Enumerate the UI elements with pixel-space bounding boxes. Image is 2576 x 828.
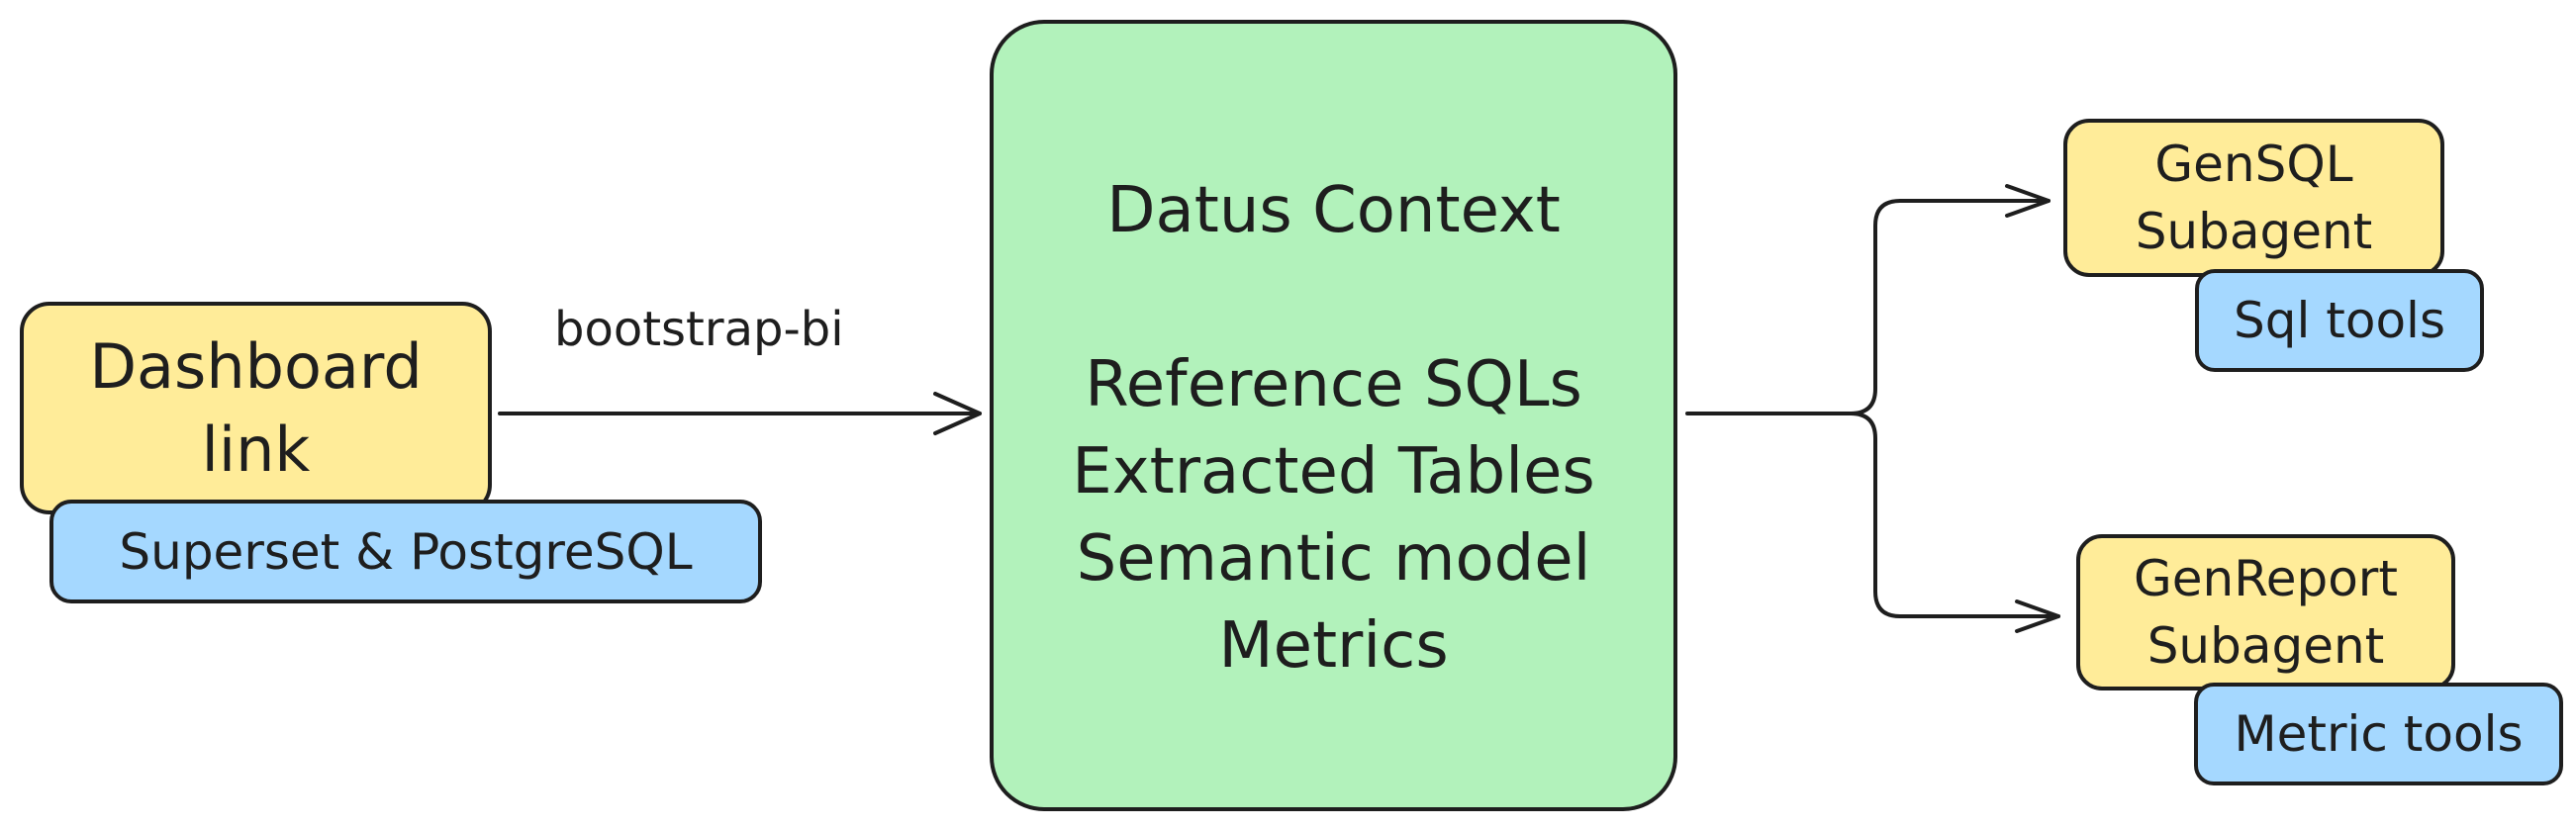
- bootstrap-arrowhead: [933, 392, 982, 435]
- sql-tools-node: Sql tools: [2195, 269, 2484, 372]
- gensql-label-line-2: Subagent: [2135, 203, 2373, 260]
- gensql-subagent-node: GenSQL Subagent: [2063, 119, 2444, 277]
- context-title: Datus Context: [1106, 174, 1561, 247]
- genreport-arrowhead: [2015, 599, 2060, 633]
- context-item-metrics: Metrics: [1218, 609, 1449, 683]
- metric-tools-label: Metric tools: [2234, 705, 2524, 763]
- superset-postgresql-node: Superset & PostgreSQL: [49, 500, 762, 603]
- dashboard-link-node: Dashboard link: [20, 302, 492, 514]
- context-item-reference-sqls: Reference SQLs: [1085, 348, 1582, 421]
- sql-tools-label: Sql tools: [2234, 292, 2445, 349]
- metric-tools-node: Metric tools: [2194, 683, 2563, 785]
- bootstrap-bi-label: bootstrap-bi: [554, 302, 844, 357]
- datus-context-node: Datus Context Reference SQLs Extracted T…: [990, 20, 1677, 811]
- genreport-label-line-2: Subagent: [2147, 617, 2385, 675]
- superset-label: Superset & PostgreSQL: [119, 522, 693, 581]
- fork-connector: [1685, 199, 2060, 618]
- gensql-label-line-1: GenSQL: [2154, 136, 2353, 193]
- dashboard-label-line-1: Dashboard: [89, 329, 423, 403]
- genreport-label-line-1: GenReport: [2134, 550, 2398, 607]
- gensql-arrowhead: [2005, 184, 2051, 218]
- context-item-extracted-tables: Extracted Tables: [1072, 435, 1595, 508]
- context-item-semantic-model: Semantic model: [1076, 522, 1591, 596]
- genreport-subagent-node: GenReport Subagent: [2076, 534, 2455, 690]
- dashboard-label-line-2: link: [201, 413, 311, 486]
